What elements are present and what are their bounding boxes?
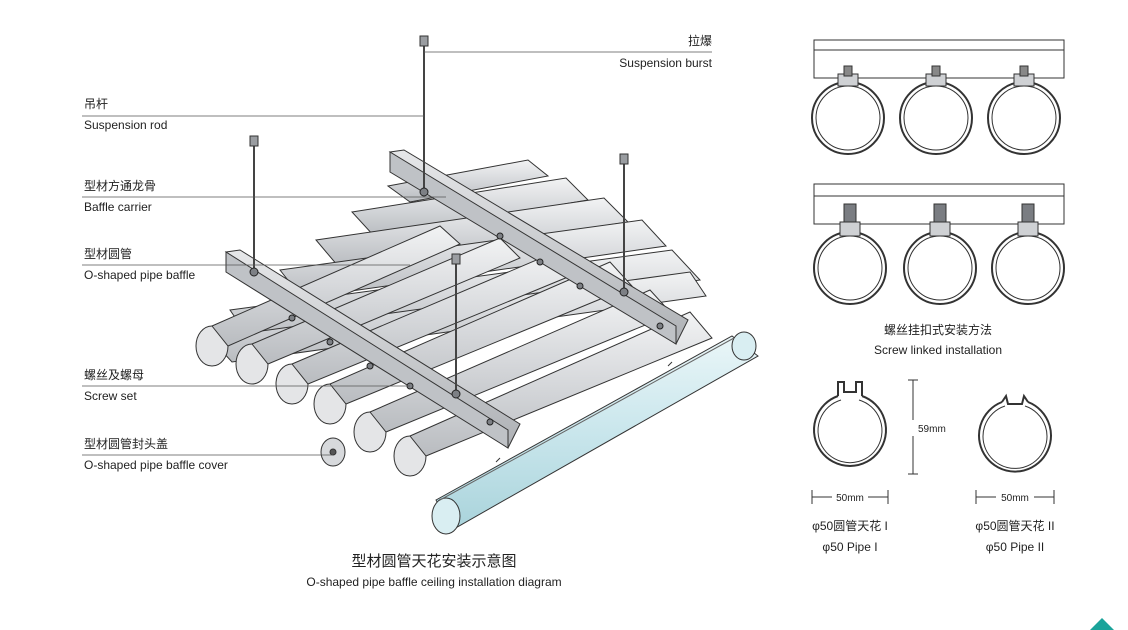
caption-cn: 型材圆管天花安装示意图 xyxy=(351,552,516,570)
pipe-baffle-cover xyxy=(320,437,346,467)
caption-cn: 螺丝挂扣式安装方法 xyxy=(884,322,992,337)
suspension-rods xyxy=(253,40,625,392)
label-en: Screw set xyxy=(84,389,137,403)
label-cn: 吊杆 xyxy=(84,97,108,111)
screw-sets xyxy=(249,187,664,426)
ceiling-assembly xyxy=(195,35,759,535)
baffle-carriers xyxy=(224,149,689,449)
baffle-carrier xyxy=(389,151,677,345)
screw-detail-top xyxy=(811,39,1065,155)
label-cn: 型材圆管封头盖 xyxy=(84,436,168,451)
height-dimension: 59mm xyxy=(918,424,946,435)
detached-pipe-baffle xyxy=(431,331,759,535)
width-dimension-1: 50mm xyxy=(836,493,864,504)
label-baffle-cover: 型材圆管封头盖 O-shaped pipe baffle cover xyxy=(84,436,228,472)
label-cn: 螺丝及螺母 xyxy=(84,368,144,382)
label-baffle-carrier: 型材方通龙骨 Baffle carrier xyxy=(84,178,156,214)
main-caption: 型材圆管天花安装示意图 O-shaped pipe baffle ceiling… xyxy=(306,552,561,589)
label-en: O-shaped pipe baffle cover xyxy=(84,458,228,472)
label-en: Baffle carrier xyxy=(84,200,152,214)
caption-cn: φ50圆管天花 I xyxy=(812,518,888,533)
label-cn: 型材圆管 xyxy=(84,246,132,261)
pipe-profile-2 xyxy=(975,393,1055,504)
label-en: O-shaped pipe baffle xyxy=(84,268,196,282)
label-cn: 型材方通龙骨 xyxy=(84,178,156,193)
width-dimension-2: 50mm xyxy=(1001,493,1029,504)
caption-en: Screw linked installation xyxy=(874,343,1002,357)
rod-tops xyxy=(249,35,629,265)
pipe-1-caption: φ50圆管天花 I φ50 Pipe I xyxy=(812,518,888,554)
label-cn: 拉爆 xyxy=(688,33,712,48)
label-suspension-rod: 吊杆 Suspension rod xyxy=(84,97,167,132)
leader-lines xyxy=(82,51,712,456)
caption-cn: φ50圆管天花 II xyxy=(975,518,1054,533)
caption-en: φ50 Pipe II xyxy=(986,540,1044,554)
pipe-profile-1 xyxy=(811,379,918,504)
caption-en: φ50 Pipe I xyxy=(822,540,877,554)
caption-en: O-shaped pipe baffle ceiling installatio… xyxy=(306,575,561,589)
label-suspension-burst: 拉爆 Suspension burst xyxy=(619,33,712,70)
screw-detail-middle xyxy=(813,183,1065,305)
label-screw-set: 螺丝及螺母 Screw set xyxy=(84,368,144,403)
pipe-2-caption: φ50圆管天花 II φ50 Pipe II xyxy=(975,518,1054,554)
label-pipe-baffle: 型材圆管 O-shaped pipe baffle xyxy=(84,246,196,282)
label-en: Suspension burst xyxy=(619,56,712,70)
corner-arrow-icon[interactable] xyxy=(1090,618,1114,630)
label-en: Suspension rod xyxy=(84,118,167,132)
screw-caption: 螺丝挂扣式安装方法 Screw linked installation xyxy=(874,322,1002,357)
